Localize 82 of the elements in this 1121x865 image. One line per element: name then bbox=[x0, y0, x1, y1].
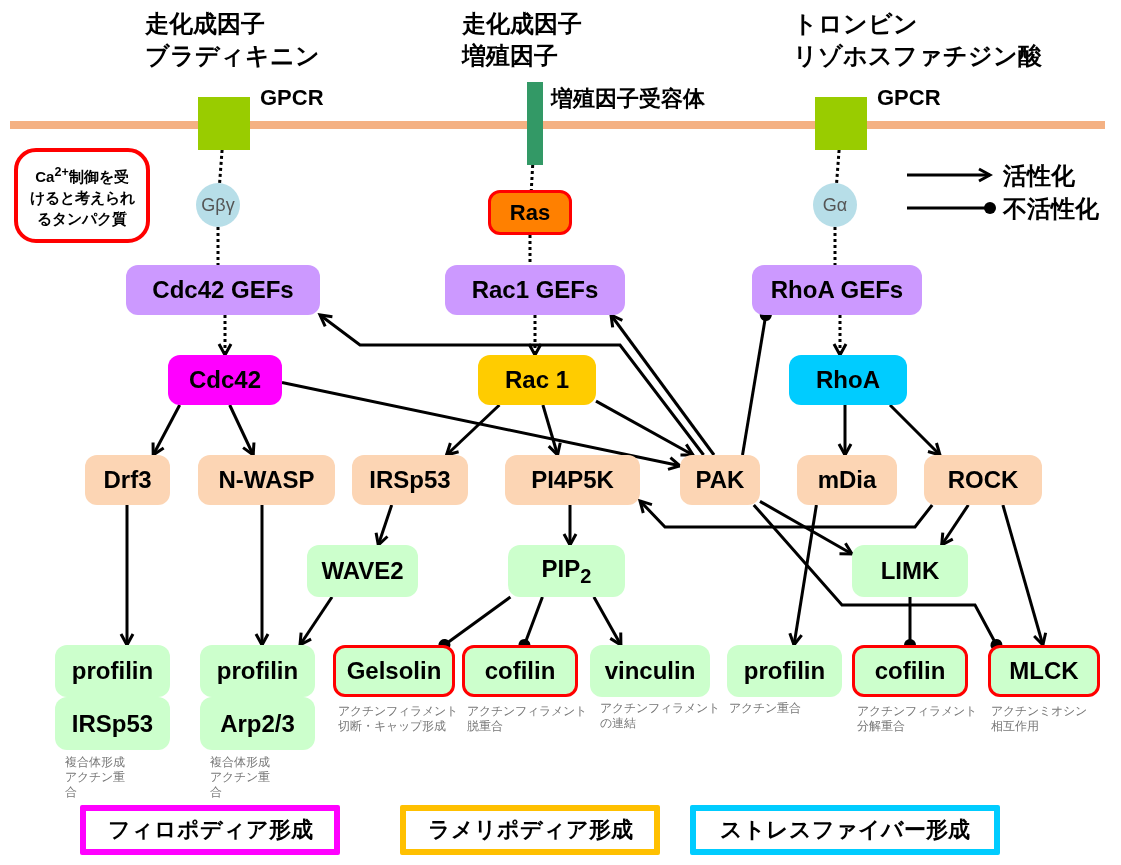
function-caption: 複合体形成アクチン重合 bbox=[65, 755, 126, 800]
outcome-box: ラメリポディア形成 bbox=[400, 805, 660, 855]
protein-box: profilin bbox=[200, 645, 315, 697]
connector-line bbox=[528, 235, 532, 265]
ligand-label: リゾホスファチジン酸 bbox=[793, 41, 1042, 71]
arrow bbox=[527, 315, 543, 357]
protein-box: Rac 1 bbox=[478, 355, 596, 405]
receptor-label: GPCR bbox=[877, 85, 941, 111]
protein-label: cofilin bbox=[484, 657, 556, 685]
outcome-box: ストレスファイバー形成 bbox=[690, 805, 1000, 855]
protein-box: RhoA bbox=[789, 355, 907, 405]
protein-box: PIP$_{2}$ bbox=[508, 545, 625, 597]
protein-label: MLCK bbox=[1009, 657, 1079, 685]
arrow bbox=[562, 505, 578, 547]
protein-box: WAVE2 bbox=[307, 545, 418, 597]
ligand-label: 増殖因子 bbox=[462, 41, 558, 71]
arrow bbox=[374, 504, 394, 547]
function-caption: アクチン重合 bbox=[729, 701, 802, 716]
function-caption: アクチンフィラメントの連結 bbox=[600, 701, 721, 731]
function-caption: アクチンフィラメント分解重合 bbox=[857, 704, 978, 734]
ligand-label: 走化成因子 bbox=[462, 9, 582, 39]
ligand-label: ブラディキニン bbox=[145, 41, 320, 71]
protein-box: mDia bbox=[797, 455, 897, 505]
protein-box: LIMK bbox=[852, 545, 968, 597]
receptor-label: 増殖因子受容体 bbox=[551, 85, 705, 113]
g-protein-circle: Gα bbox=[813, 183, 857, 227]
protein-label: Gelsolin bbox=[346, 657, 442, 685]
connector-line bbox=[218, 149, 224, 184]
protein-box: N-WASP bbox=[198, 455, 335, 505]
protein-box: Cdc42 GEFs bbox=[126, 265, 320, 315]
protein-label: Arp2/3 bbox=[220, 709, 295, 738]
arrow bbox=[119, 505, 135, 647]
protein-label: IRSp53 bbox=[71, 709, 154, 738]
protein-label: vinculin bbox=[604, 657, 696, 685]
arrow bbox=[254, 505, 270, 647]
arrow bbox=[228, 404, 256, 457]
note-box: Ca$^{2+}$制御を受けると考えられるタンパク質 bbox=[14, 148, 150, 243]
arrow bbox=[609, 313, 716, 456]
connector-line bbox=[835, 149, 841, 184]
function-caption: アクチンフィラメント切断・キャップ形成 bbox=[338, 704, 459, 734]
function-caption: アクチンフィラメント脱重合 bbox=[467, 704, 588, 734]
protein-box: IRSp53 bbox=[352, 455, 468, 505]
protein-box: Ras bbox=[488, 190, 572, 235]
arrow bbox=[940, 504, 970, 547]
protein-box: ROCK bbox=[924, 455, 1042, 505]
protein-box: RhoA GEFs bbox=[752, 265, 922, 315]
arrow bbox=[788, 504, 818, 647]
protein-box: Rac1 GEFs bbox=[445, 265, 625, 315]
arrow bbox=[541, 404, 562, 457]
arrow bbox=[832, 315, 848, 357]
arrow bbox=[888, 403, 942, 457]
arrow bbox=[638, 499, 934, 529]
inhibition-line bbox=[752, 504, 1003, 651]
protein-box: profilin bbox=[55, 645, 170, 697]
arrow bbox=[445, 403, 501, 457]
arrow bbox=[217, 315, 233, 357]
connector-line bbox=[216, 227, 220, 265]
ligand-label: トロンビン bbox=[793, 9, 918, 39]
ligand-label: 走化成因子 bbox=[145, 9, 265, 39]
arrow bbox=[1001, 504, 1048, 647]
arrow bbox=[759, 500, 854, 556]
arrow bbox=[151, 404, 182, 457]
arrow bbox=[318, 313, 705, 456]
arrow bbox=[298, 596, 334, 647]
function-caption: アクチンミオシン相互作用 bbox=[991, 704, 1088, 734]
protein-box: PI4P5K bbox=[505, 455, 640, 505]
protein-box: Drf3 bbox=[85, 455, 170, 505]
protein-box: PAK bbox=[680, 455, 760, 505]
arrow bbox=[281, 381, 682, 471]
arrow bbox=[595, 399, 695, 457]
protein-box: Cdc42 bbox=[168, 355, 282, 405]
protein-label: profilin bbox=[743, 657, 826, 685]
outcome-box: フィロポディア形成 bbox=[80, 805, 340, 855]
legend-text: 活性化 bbox=[1003, 161, 1075, 191]
function-caption: 複合体形成アクチン重合 bbox=[210, 755, 271, 800]
legend-text: 不活性化 bbox=[1003, 194, 1099, 224]
receptor-label: GPCR bbox=[260, 85, 324, 111]
arrow bbox=[592, 596, 623, 647]
arrow bbox=[837, 405, 853, 457]
protein-label: cofilin bbox=[874, 657, 946, 685]
connector-line bbox=[833, 227, 837, 265]
g-protein-circle: Gβγ bbox=[196, 183, 240, 227]
